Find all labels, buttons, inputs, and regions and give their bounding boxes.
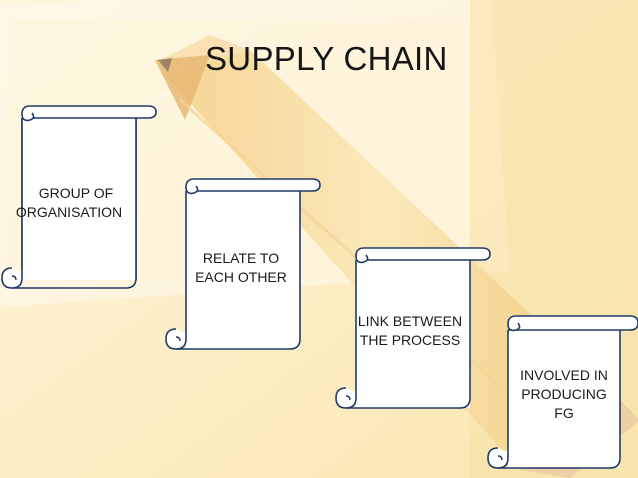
scroll-line: RELATE TO <box>202 250 280 266</box>
scroll-card-4: INVOLVED IN PRODUCING FG <box>486 312 638 472</box>
scroll-line: PRODUCING <box>521 386 607 402</box>
scroll-card-2: RELATE TO EACH OTHER <box>164 173 321 353</box>
scroll-text-2: RELATE TO EACH OTHER <box>188 249 294 287</box>
scroll-text-3: LINK BETWEEN THE PROCESS <box>354 312 466 350</box>
scroll-shape-icon <box>335 247 491 409</box>
scroll-card-3: LINK BETWEEN THE PROCESS <box>334 242 491 412</box>
scroll-text-4: INVOLVED IN PRODUCING FG <box>512 366 616 423</box>
scroll-shape-icon <box>487 315 638 469</box>
scroll-card-1: GROUP OF ORGANISATION <box>0 100 157 292</box>
scroll-shape-icon <box>1 105 157 289</box>
scroll-shape-icon <box>165 178 321 350</box>
scroll-line: ORGANISATION <box>15 204 123 220</box>
slide-title: SUPPLY CHAIN <box>205 40 448 77</box>
scroll-line: THE PROCESS <box>359 332 461 348</box>
scroll-line: FG <box>554 405 574 421</box>
scroll-line: EACH OTHER <box>195 269 287 285</box>
scroll-line: GROUP OF <box>38 185 114 201</box>
scroll-line: INVOLVED IN <box>520 367 608 383</box>
scroll-text-1: GROUP OF ORGANISATION <box>16 184 130 222</box>
scroll-line: LINK BETWEEN <box>357 313 463 329</box>
